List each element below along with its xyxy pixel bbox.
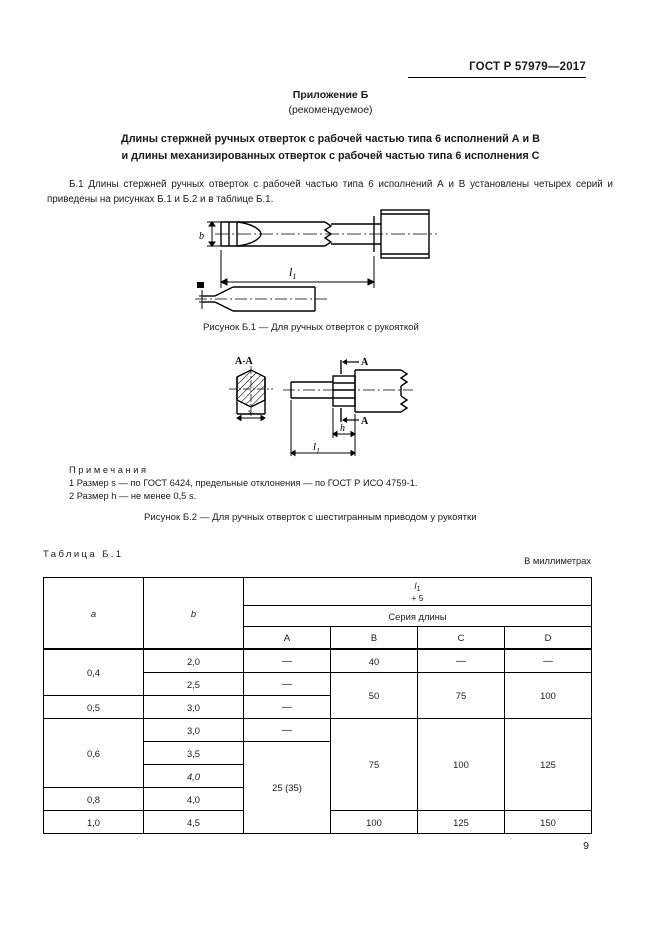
figure-b1-caption: Рисунок Б.1 — Для ручных отверток с руко… — [203, 322, 419, 333]
table-cell-a: 0,6 — [43, 718, 144, 788]
table-row: 0,6 3,0 — 75 100 125 — [43, 718, 592, 811]
figure-b2-label-h: h — [340, 423, 345, 434]
table-cell-series-b: 100 — [330, 810, 418, 834]
table-cell-b: 2,0 — [143, 648, 244, 673]
table-header-col-d: D — [504, 626, 592, 650]
table-header-series: Серия длины — [243, 605, 592, 627]
figure-b2-section-label: А-А — [235, 356, 254, 367]
table-cell-a: 0,4 — [43, 648, 144, 696]
figure-b1-label-l1: l1 — [289, 265, 296, 281]
table-label: Таблица Б.1 — [43, 549, 124, 560]
table-header-col-c: C — [417, 626, 505, 650]
table-cell-series-c: 125 — [417, 810, 505, 834]
table-header-l1-subscript: 1 — [416, 583, 421, 593]
table-cell-series-a: — — [243, 718, 331, 742]
table-cell-b: 4,5 — [143, 810, 244, 834]
figure-b2-label-l1: l1 — [313, 441, 320, 455]
table-cell-series-b: 40 — [330, 648, 418, 673]
table-cell-series-a: — — [243, 695, 331, 719]
table-cell-a: 0,5 — [43, 695, 144, 719]
table-header-col-a: A — [243, 626, 331, 650]
paragraph-text: Б.1 Длины стержней ручных отверток с раб… — [47, 179, 613, 205]
table-cell-b: 3,0 — [143, 695, 244, 719]
table-row: 0,5 3,0 — — [43, 695, 592, 719]
figure-b2: А-А s — [213, 352, 428, 465]
header-rule — [408, 77, 586, 78]
figure-b2-arrow-a-bottom: А — [361, 416, 369, 427]
table-cell-series-d: 125 — [504, 718, 592, 811]
table-cell-series-c: 100 — [417, 718, 505, 811]
table-cell-series-a: — — [243, 648, 331, 673]
table-header-b: b — [143, 577, 244, 650]
table-cell-b: 4,0 — [143, 787, 244, 811]
table-cell-series-d: — — [504, 648, 592, 673]
table-cell-series-d: 150 — [504, 810, 592, 834]
note-item-1: 1 Размер s — по ГОСТ 6424, предельные от… — [69, 478, 418, 489]
table-cell-a: 1,0 — [43, 810, 144, 834]
figure-b2-caption: Рисунок Б.2 — Для ручных отверток с шест… — [144, 512, 477, 523]
figure-b2-label-s: s — [248, 407, 251, 416]
page-title-line-1: Длины стержней ручных отверток с рабочей… — [121, 133, 540, 145]
figure-b1-view2-drawing — [195, 282, 327, 312]
figure-b1-view2-marker — [197, 282, 204, 288]
figure-b1: b l1 — [185, 206, 455, 323]
table-row: 1,0 4,5 100 125 150 — [43, 810, 592, 834]
table-cell-series-a: — — [243, 672, 331, 696]
table-header-l1-tolerance: + 5 — [411, 592, 424, 603]
table-cell-series-c: — — [417, 648, 505, 673]
table-row: 2,5 — 50 75 100 — [44, 672, 592, 719]
table-header-col-b: B — [330, 626, 418, 650]
figure-b1-label-b: b — [199, 231, 204, 242]
table-row: 4,0 — [44, 764, 592, 788]
appendix-subheading: (рекомендуемое) — [288, 104, 373, 116]
appendix-heading: Приложение Б — [292, 89, 369, 101]
figure-b1-view2 — [185, 277, 345, 326]
table-cell-series-a: 25 (35) — [243, 741, 331, 834]
notes-block: Примечания 1 Размер s — по ГОСТ 6424, пр… — [69, 464, 418, 504]
table-cell-series-b: 50 — [330, 672, 418, 719]
table-cell-series-b: 75 — [330, 718, 418, 811]
note-item-2: 2 Размер h — не менее 0,5 s. — [69, 491, 197, 502]
figure-b2-arrow-a-top: А — [361, 357, 369, 368]
table-cell-series-c: 75 — [417, 672, 505, 719]
page-number: 9 — [583, 840, 589, 852]
standard-number: ГОСТ Р 57979—2017 — [469, 61, 586, 73]
table-cell-b: 2,5 — [143, 672, 244, 696]
page-title: Длины стержней ручных отверток с рабочей… — [0, 131, 661, 165]
table-header-l1: l1 + 5 — [243, 577, 592, 606]
table-b1: a b l1 + 5 Серия длины A B C D — [43, 577, 592, 834]
body-paragraph: Б.1 Длины стержней ручных отверток с раб… — [47, 178, 613, 207]
table-row: 0,4 2,0 — 40 — — — [43, 648, 592, 696]
notes-title: Примечания — [69, 465, 149, 475]
table-cell-b: 4,0 — [143, 764, 244, 788]
table-cell-a: 0,8 — [43, 787, 144, 811]
table-row: 3,5 25 (35) — [44, 741, 592, 834]
page-title-line-2: и длины механизированных отверток с рабо… — [121, 150, 540, 162]
table-units-label: В миллиметрах — [524, 556, 591, 566]
figure-b2-drawing: А-А s — [229, 356, 413, 457]
table-header-l1-symbol: l — [414, 579, 417, 591]
table-cell-series-d: 100 — [504, 672, 592, 719]
figure-b1-drawing: b l1 — [199, 209, 437, 288]
table-cell-b: 3,5 — [143, 741, 244, 765]
table-header-a: a — [43, 577, 144, 650]
table-b1-wrapper: a b l1 + 5 Серия длины A B C D — [43, 577, 592, 834]
table-cell-b: 3,0 — [143, 718, 244, 742]
